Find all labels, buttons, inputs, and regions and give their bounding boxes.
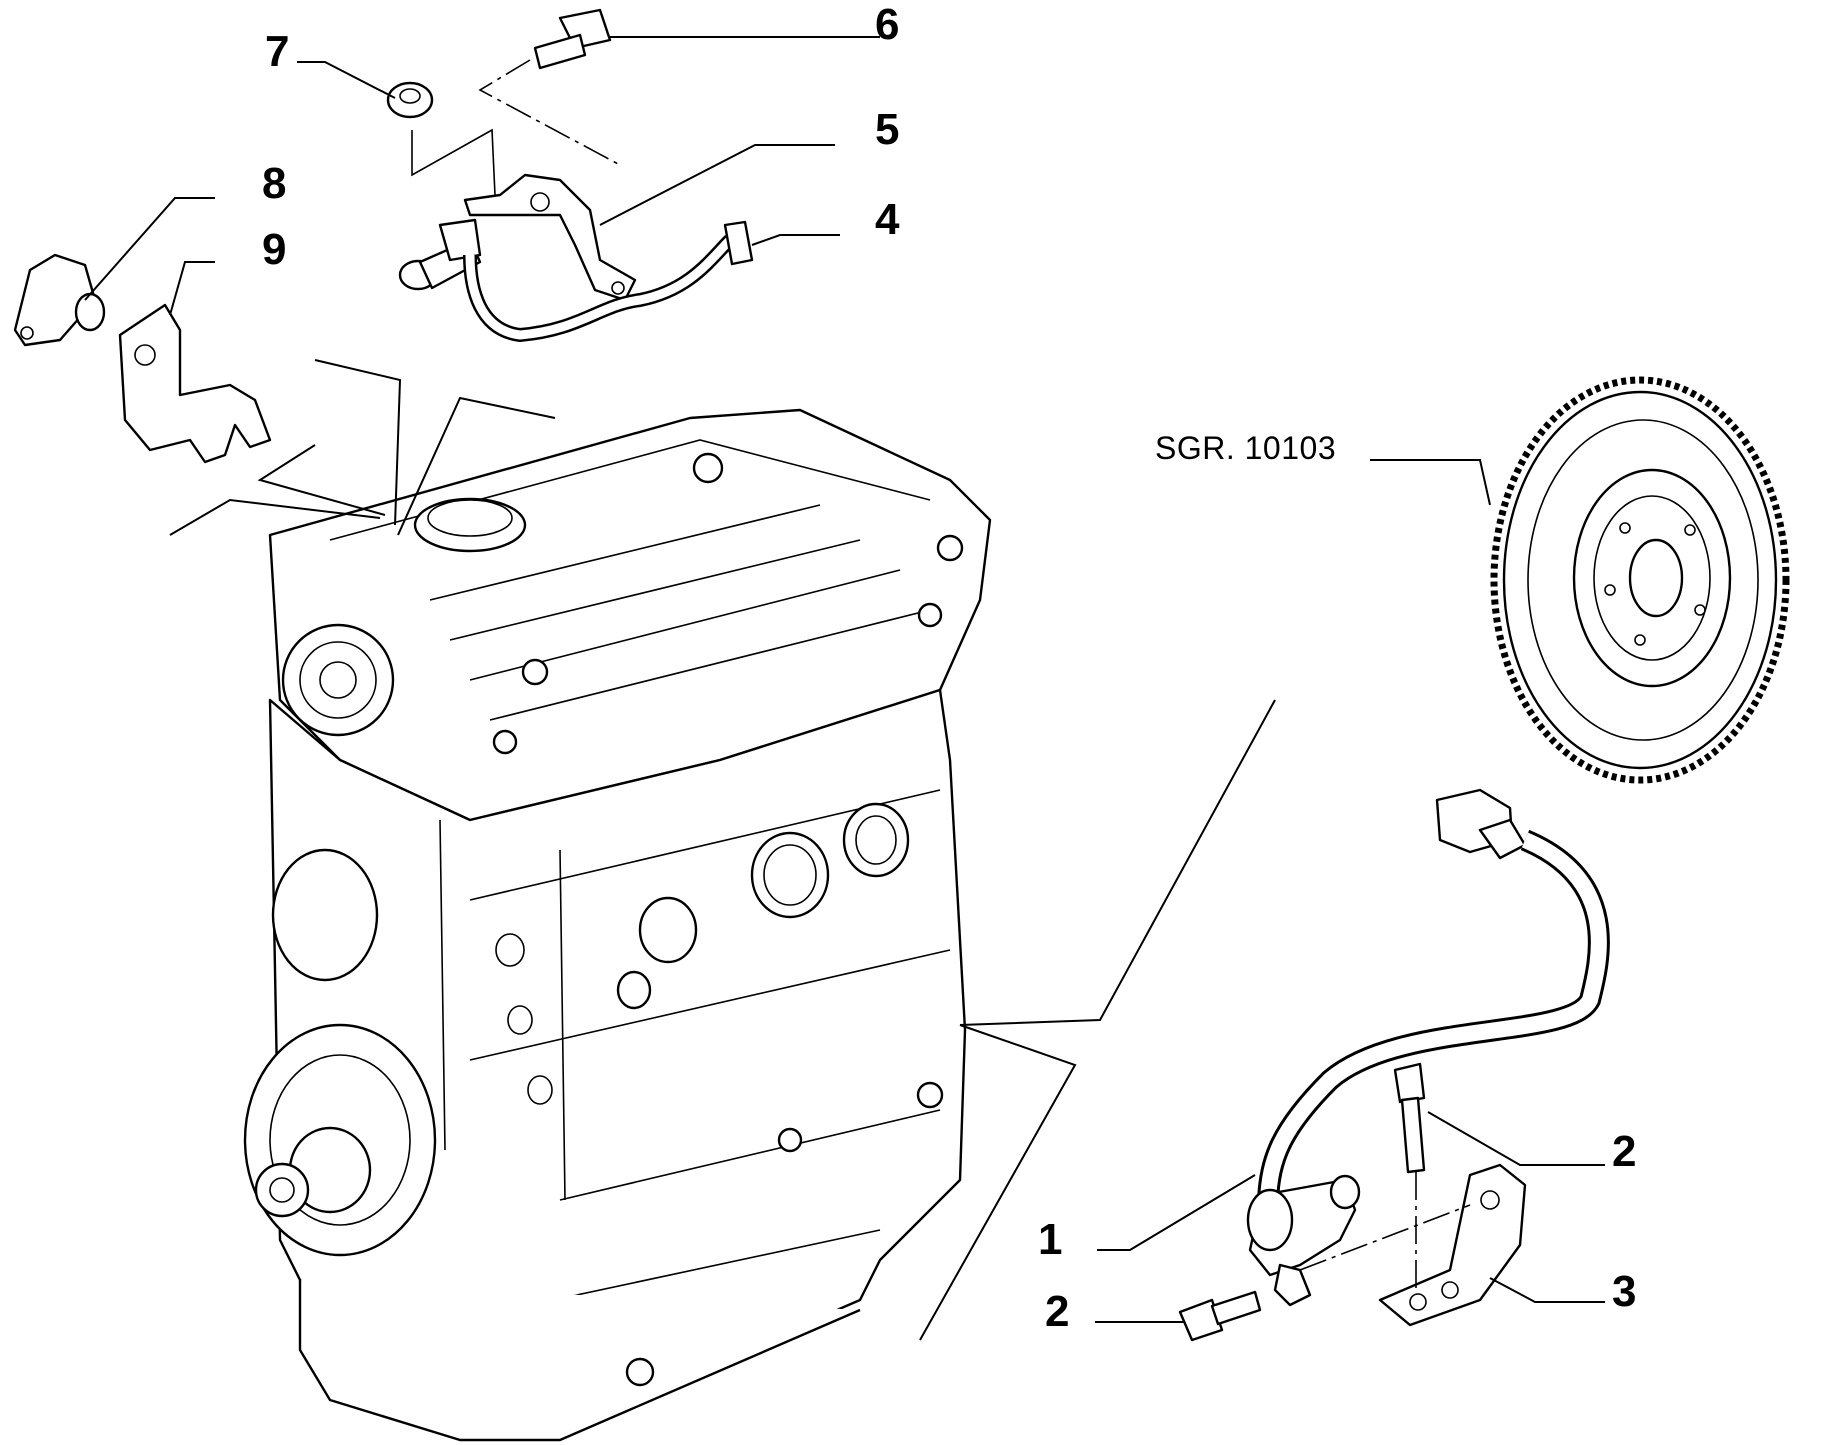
callout-6: 6 [875, 0, 900, 49]
callout-9: 9 [262, 225, 287, 274]
sensor-8-and-bracket-9 [13, 253, 272, 464]
callout-8: 8 [262, 159, 287, 208]
callout-2-upper: 2 [1612, 1127, 1637, 1176]
crank-sensor-assembly [1178, 788, 1610, 1342]
callout-7: 7 [265, 27, 290, 76]
flywheel [1490, 376, 1790, 784]
reference-label: SGR. 10103 [1155, 430, 1337, 466]
callout-4: 4 [875, 195, 900, 244]
callout-3: 3 [1612, 1267, 1637, 1316]
callout-1: 1 [1038, 1215, 1063, 1264]
callout-2-lower: 2 [1045, 1287, 1070, 1336]
engine-block [243, 408, 992, 1442]
cam-sensor-assembly [386, 8, 754, 343]
leader-lines [84, 36, 1605, 1341]
callout-5: 5 [875, 105, 900, 154]
